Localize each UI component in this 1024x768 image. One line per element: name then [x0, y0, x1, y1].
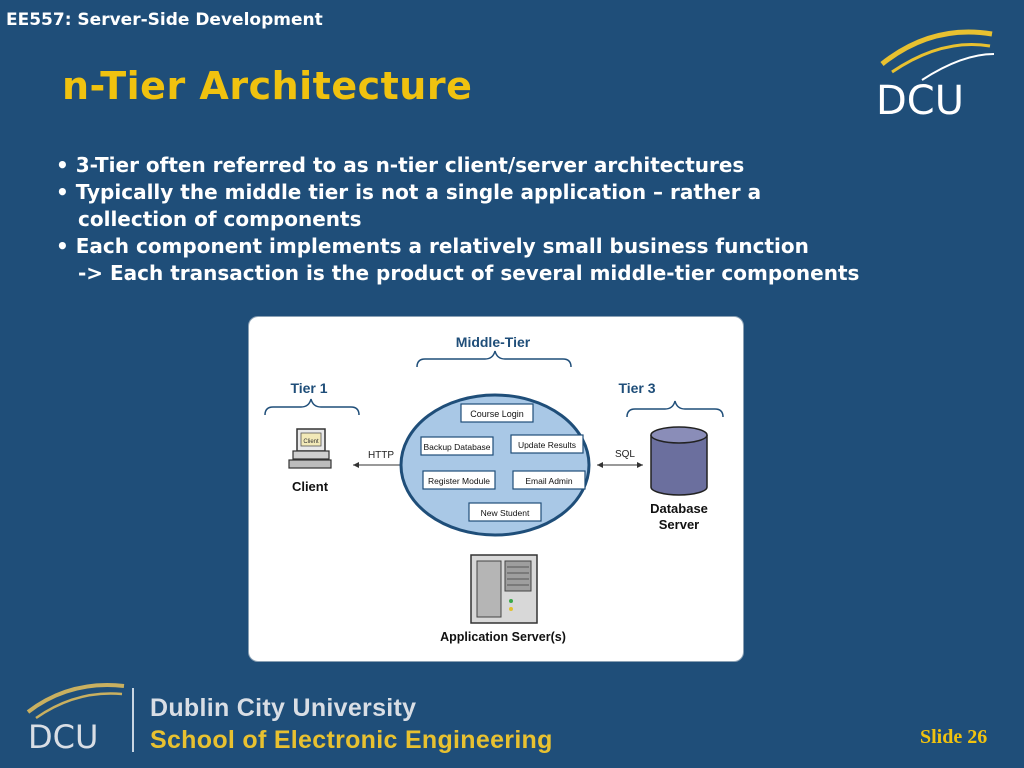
middle-tier-label: Middle-Tier — [456, 334, 531, 350]
bullet-item: • 3-Tier often referred to as n-tier cli… — [56, 153, 745, 177]
architecture-diagram: Middle-Tier Tier 1 Tier 3 Client Client … — [248, 316, 744, 662]
slide-number: Slide 26 — [920, 726, 988, 748]
database-label-line1: Database — [650, 501, 708, 516]
diagram-canvas: Middle-Tier Tier 1 Tier 3 Client Client … — [264, 334, 724, 644]
tier3-label: Tier 3 — [618, 380, 655, 396]
client-label: Client — [292, 479, 329, 494]
update-results-label: Update Results — [518, 440, 576, 450]
register-module-label: Register Module — [428, 476, 490, 486]
sql-label: SQL — [615, 449, 635, 460]
http-arrow — [353, 462, 407, 468]
course-title: EE557: Server-Side Development — [6, 10, 323, 30]
component-new-student: New Student — [468, 502, 542, 522]
client-screen-text: Client — [303, 439, 319, 445]
slide-title: n-Tier Architecture — [62, 64, 473, 108]
new-student-label: New Student — [481, 508, 530, 518]
logo-text: DCU — [876, 78, 964, 124]
backup-database-label: Backup Database — [423, 442, 490, 452]
footer-divider — [132, 688, 134, 752]
computer-icon: Client — [288, 428, 332, 469]
footer-dcu-logo: DCU — [26, 683, 125, 756]
middle-tier-ellipse — [399, 393, 591, 537]
tier1-label: Tier 1 — [290, 380, 327, 396]
bullet-item: • Typically the middle tier is not a sin… — [56, 180, 762, 204]
middle-tier-brace — [416, 350, 572, 368]
component-email-admin: Email Admin — [512, 470, 586, 490]
email-admin-label: Email Admin — [525, 476, 573, 486]
bullet-continuation: collection of components — [78, 207, 362, 231]
school-name: School of Electronic Engineering — [150, 726, 553, 754]
bullet-continuation: -> Each transaction is the product of se… — [78, 261, 860, 285]
database-label-line2: Server — [659, 517, 699, 532]
server-rack-icon — [470, 554, 538, 624]
course-login-label: Course Login — [470, 409, 524, 419]
database-icon — [650, 426, 708, 496]
tier3-brace — [626, 400, 724, 418]
http-label: HTTP — [368, 450, 394, 461]
component-backup-database: Backup Database — [420, 436, 494, 456]
university-name: Dublin City University — [150, 694, 417, 722]
bullet-list: • 3-Tier often referred to as n-tier cli… — [56, 152, 1006, 287]
app-server-label: Application Server(s) — [440, 630, 566, 644]
sql-arrow — [597, 462, 643, 468]
footer-logo-text: DCU — [28, 718, 98, 756]
component-course-login: Course Login — [460, 403, 534, 423]
tier1-brace — [264, 398, 360, 416]
bullet-item: • Each component implements a relatively… — [56, 234, 809, 258]
component-register-module: Register Module — [422, 470, 496, 490]
dcu-logo: DCU — [876, 29, 995, 124]
component-update-results: Update Results — [510, 434, 584, 454]
